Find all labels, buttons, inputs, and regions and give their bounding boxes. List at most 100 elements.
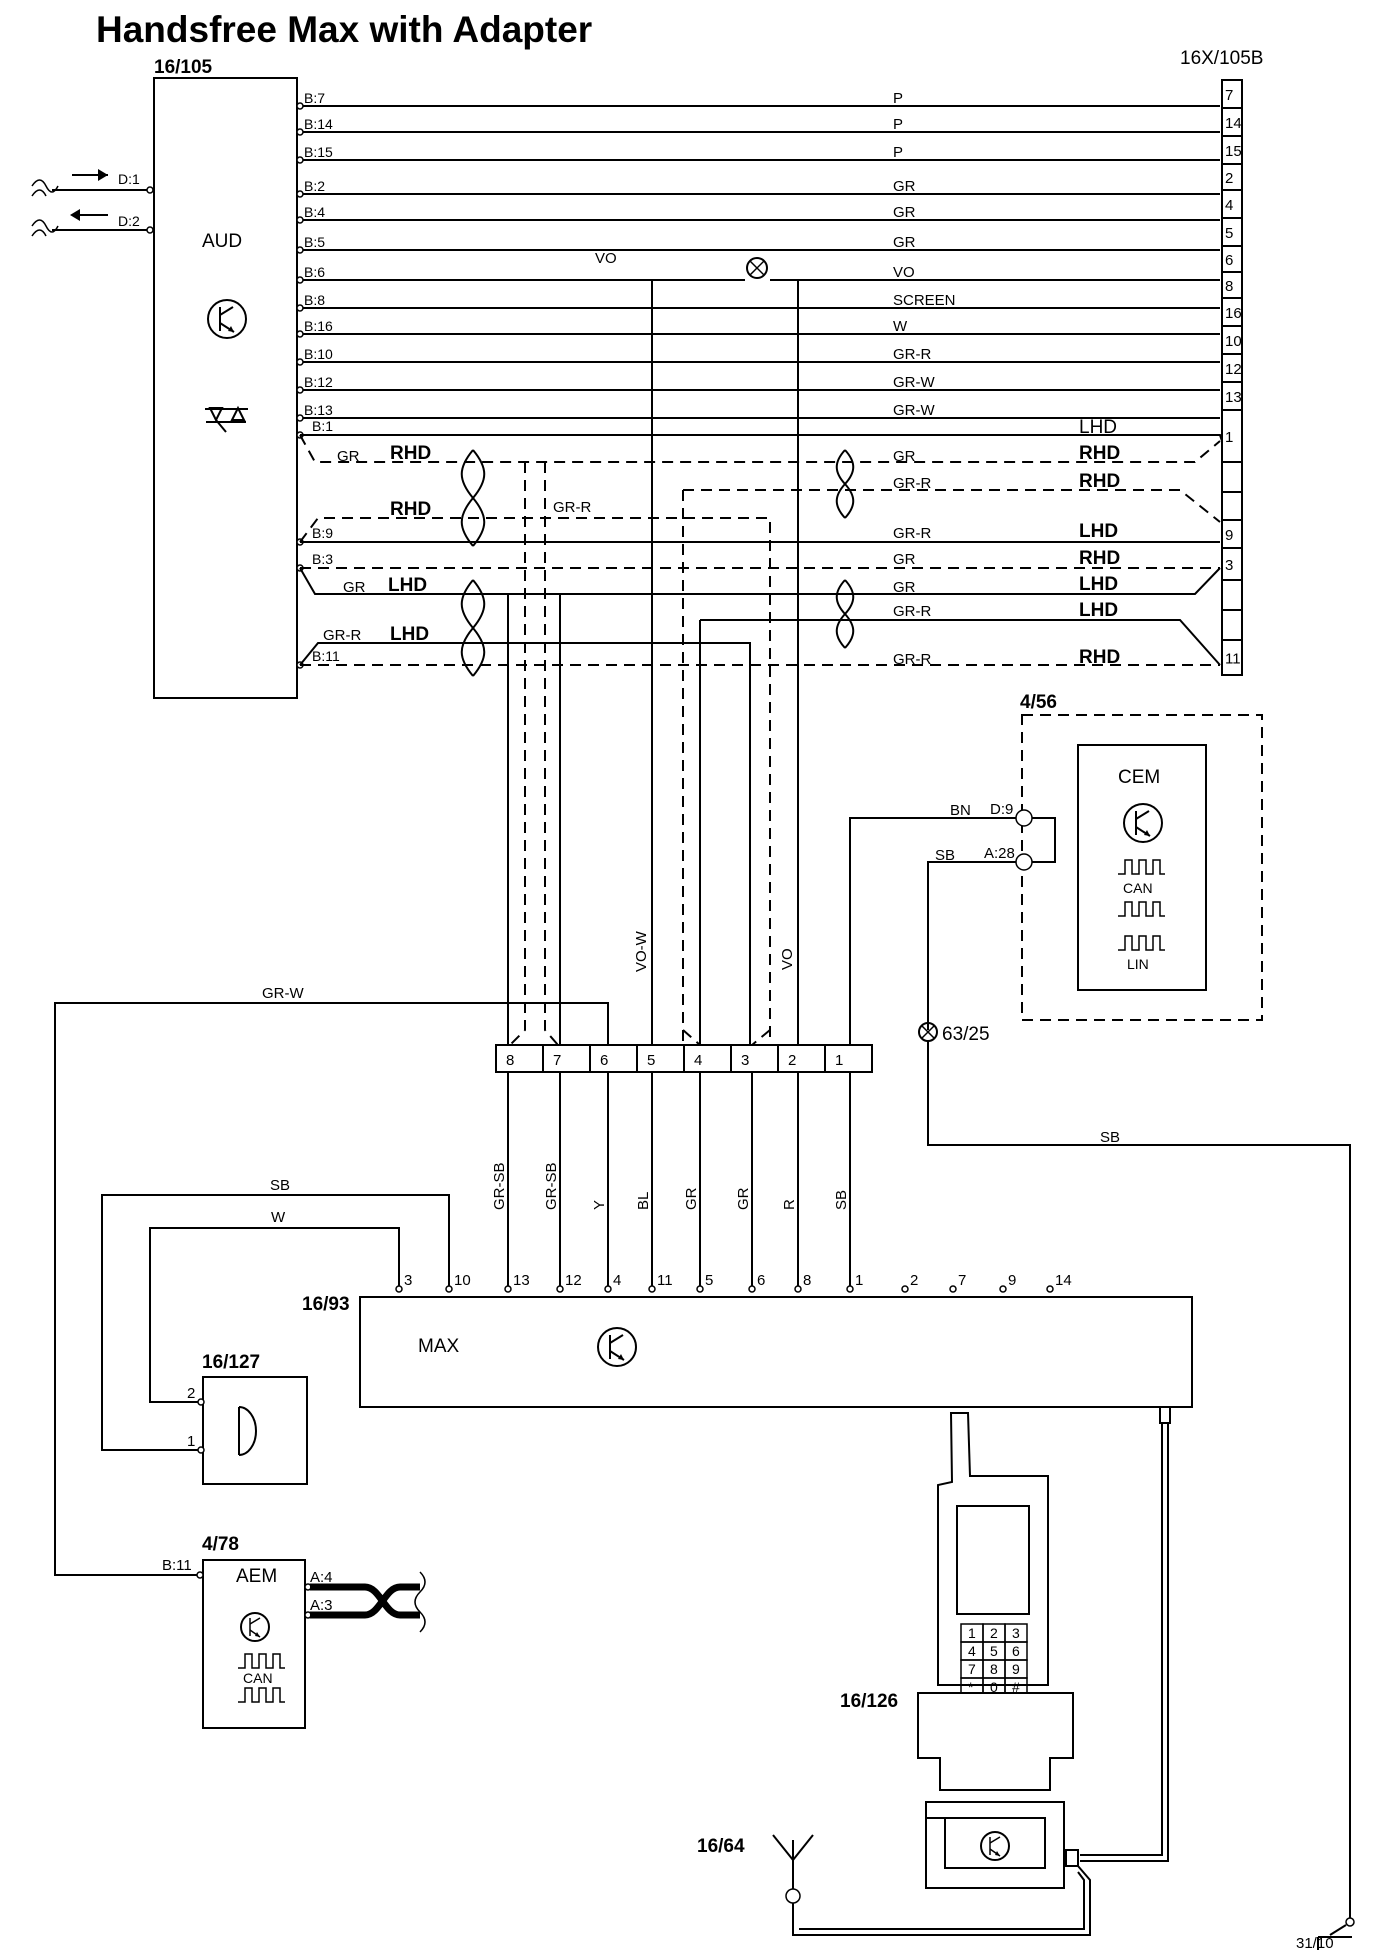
svg-text:GR-W: GR-W	[262, 985, 304, 1002]
phone-key-label: 2	[990, 1625, 998, 1641]
svg-text:A:28: A:28	[984, 845, 1015, 862]
adapter-pin-label: 3	[741, 1052, 749, 1069]
pin-d1: D:1	[118, 171, 140, 187]
phone-key-label: 7	[968, 1661, 976, 1677]
svg-text:RHD: RHD	[1079, 443, 1120, 464]
connector-pin	[1221, 579, 1243, 611]
svg-text:63/25: 63/25	[942, 1024, 990, 1045]
max-pin	[999, 1285, 1007, 1293]
svg-text:RHD: RHD	[390, 443, 431, 464]
wire-color-label: P	[893, 144, 903, 161]
wire-color-label: W	[893, 318, 908, 335]
aud-pin	[296, 414, 304, 422]
aud-pin	[296, 102, 304, 110]
lower-wire-color: BL	[635, 1192, 652, 1210]
aud-pin-label: B:4	[304, 204, 325, 220]
gr-w-wire: GR-W	[54, 985, 609, 1576]
wire-color-label: GR-W	[893, 374, 935, 391]
connector-pin-label: 3	[1225, 557, 1233, 574]
adapter-pin-label: 7	[553, 1052, 561, 1069]
connector-pin	[1221, 639, 1243, 676]
svg-text:SB: SB	[270, 1177, 290, 1194]
adapter-pin-label: 4	[694, 1052, 702, 1069]
svg-text:1: 1	[187, 1433, 195, 1450]
svg-text:BN: BN	[950, 802, 971, 819]
lower-wire-color: GR	[735, 1187, 752, 1210]
aud-pin-label: B:2	[304, 178, 325, 194]
connector-pin-label: 4	[1225, 197, 1233, 214]
variant-labels: GR RHD RHD GR-R GR LHD GR-R LHD GR GR-R …	[323, 417, 1120, 668]
svg-text:GR: GR	[343, 579, 366, 596]
connector-pin-label: 12	[1225, 361, 1242, 378]
mic-id: 16/127	[202, 1352, 260, 1373]
aud-pin	[296, 358, 304, 366]
adapter-pin	[542, 1044, 591, 1073]
aud-pin-label: B:8	[304, 292, 325, 308]
aud-pin-label: B:16	[304, 318, 333, 334]
svg-text:A:4: A:4	[310, 1569, 333, 1586]
cem-name: CEM	[1118, 767, 1160, 788]
connector-pin-label: 11	[1225, 651, 1241, 668]
connector-id: 16X/105B	[1180, 48, 1263, 69]
phone-key-label: 0	[990, 1679, 998, 1695]
adapter-pin	[636, 1044, 685, 1073]
svg-text:RHD: RHD	[1079, 548, 1120, 569]
lower-wire-color: Y	[591, 1200, 608, 1210]
svg-text:LHD: LHD	[1079, 417, 1117, 438]
label-vo: VO	[779, 948, 796, 970]
aud-pin	[296, 330, 304, 338]
svg-text:LHD: LHD	[390, 624, 429, 645]
phone-key-label: 5	[990, 1643, 998, 1659]
lower-wire-color: GR	[683, 1187, 700, 1210]
adapter-pin	[730, 1044, 779, 1073]
max-pin-label: 14	[1055, 1272, 1072, 1289]
max-name: MAX	[418, 1336, 460, 1357]
max-pin-label: 8	[803, 1272, 811, 1289]
connector-pin-label: 10	[1225, 333, 1242, 350]
connector-pin-label: 1	[1225, 429, 1233, 446]
svg-text:GR-R: GR-R	[893, 475, 931, 492]
svg-text:A:3: A:3	[310, 1597, 333, 1614]
max-pin-label: 9	[1008, 1272, 1016, 1289]
max-pin-label: 7	[958, 1272, 966, 1289]
adapter-pin-label: 8	[506, 1052, 514, 1069]
phone-key-label: 4	[968, 1643, 976, 1659]
wire-color-label: P	[893, 90, 903, 107]
aud-input-d1: D:1	[31, 169, 154, 197]
aud-pin-label: B:14	[304, 116, 333, 132]
adapter-pin	[824, 1044, 873, 1073]
aem-id: 4/78	[202, 1534, 239, 1555]
aud-pin	[296, 190, 304, 198]
svg-text:SB: SB	[935, 847, 955, 864]
microphone-wiring: SB W 2 1	[101, 1177, 450, 1451]
max-pin	[648, 1285, 656, 1293]
svg-text:GR-R: GR-R	[553, 499, 591, 516]
svg-text:D:9: D:9	[990, 801, 1013, 818]
max-pin-label: 2	[910, 1272, 918, 1289]
max-pin-label: 1	[855, 1272, 863, 1289]
connector-pin-label: 6	[1225, 252, 1233, 269]
connector-pin	[1221, 491, 1243, 521]
connector-pin-label: 7	[1225, 87, 1233, 104]
cradle-transistor-icon	[980, 1831, 1010, 1861]
svg-text:W: W	[271, 1209, 286, 1226]
connector-pin-label: 16	[1225, 305, 1242, 322]
wire-color-label: GR-R	[893, 346, 931, 363]
svg-text:RHD: RHD	[390, 499, 431, 520]
phone-key-label: *	[968, 1679, 974, 1695]
max-pin-label: 4	[613, 1272, 621, 1289]
cem-id: 4/56	[1020, 692, 1057, 713]
phone-key-label: 8	[990, 1661, 998, 1677]
connector-pin-label: 9	[1225, 527, 1233, 544]
aud-pin-label: B:15	[304, 144, 333, 160]
svg-text:2: 2	[187, 1385, 195, 1402]
phone-key-label: 6	[1012, 1643, 1020, 1659]
svg-text:GR-R: GR-R	[893, 525, 931, 542]
svg-text:LHD: LHD	[1079, 574, 1118, 595]
svg-text:LIN: LIN	[1127, 956, 1149, 972]
svg-text:CAN: CAN	[243, 1670, 273, 1686]
max-pin	[395, 1285, 403, 1293]
max-pin	[846, 1285, 854, 1293]
